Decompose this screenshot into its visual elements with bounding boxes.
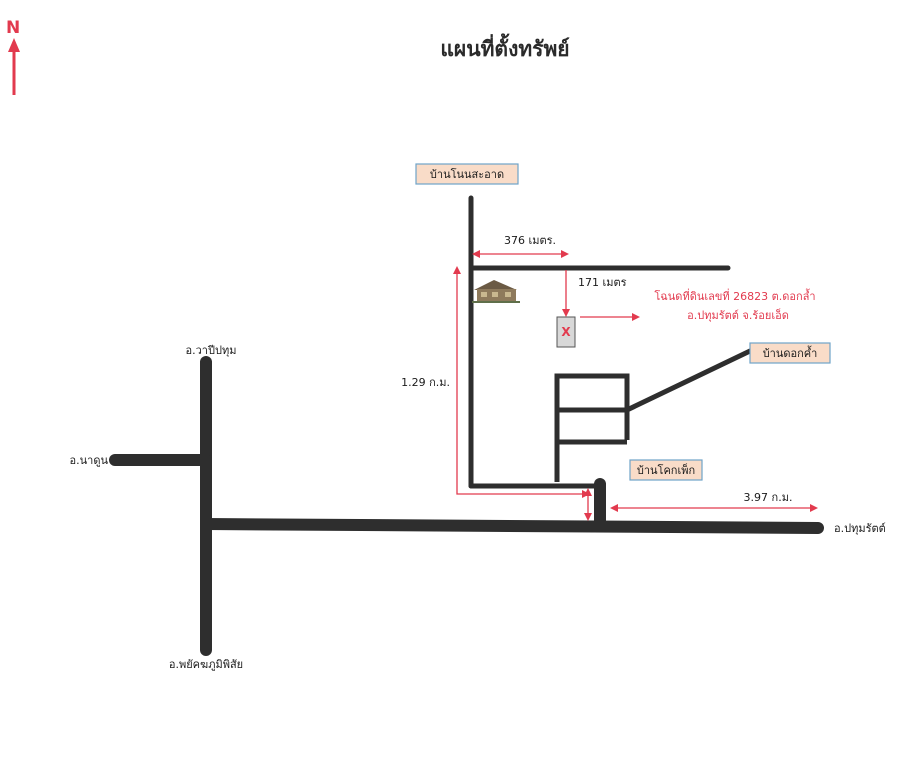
svg-text:บ้านโคกเพ็ก: บ้านโคกเพ็ก — [637, 463, 695, 477]
distance-3-97km: 3.97 ก.ม. — [744, 491, 793, 504]
house-icon — [472, 280, 520, 303]
label-pathum-rat: อ.ปทุมรัตต์ — [834, 522, 886, 535]
plot-marker: X — [561, 325, 571, 339]
deed-info-line1: โฉนดที่ดินเลขที่ 26823 ต.ดอกล้ำ — [654, 288, 815, 303]
label-ban-dok-kham: บ้านดอกค้ำ — [749, 342, 831, 364]
deed-info-line2: อ.ปทุมรัตต์ จ.ร้อยเอ็ด — [687, 308, 789, 322]
label-na-dun: อ.นาดูน — [70, 454, 109, 467]
label-wapi-pathum: อ.วาปีปทุม — [186, 344, 237, 357]
road-network — [109, 195, 824, 656]
distance-171m: 171 เมตร — [578, 276, 627, 289]
distance-1-29km: 1.29 ก.ม. — [401, 376, 450, 389]
distance-arrows — [453, 250, 818, 521]
map-title: แผนที่ตั้งทรัพย์ — [440, 33, 569, 61]
property-plot: X — [556, 316, 576, 348]
ban-khok-phek-village-block — [554, 373, 630, 482]
road-dok-kham — [624, 348, 753, 413]
north-arrow-icon — [8, 38, 20, 95]
distance-376m: 376 เมตร. — [504, 234, 556, 247]
label-ban-khok-phek: บ้านโคกเพ็ก — [629, 459, 703, 481]
north-label: N — [6, 18, 20, 38]
svg-text:บ้านโนนสะอาด: บ้านโนนสะอาด — [430, 167, 504, 181]
label-phayakkhaphum-phisai: อ.พยัคฆภูมิพิสัย — [169, 658, 243, 671]
svg-text:บ้านดอกค้ำ: บ้านดอกค้ำ — [763, 345, 818, 360]
road-pathum-rat — [200, 518, 824, 534]
label-ban-non-sa-at: บ้านโนนสะอาด — [415, 163, 519, 185]
